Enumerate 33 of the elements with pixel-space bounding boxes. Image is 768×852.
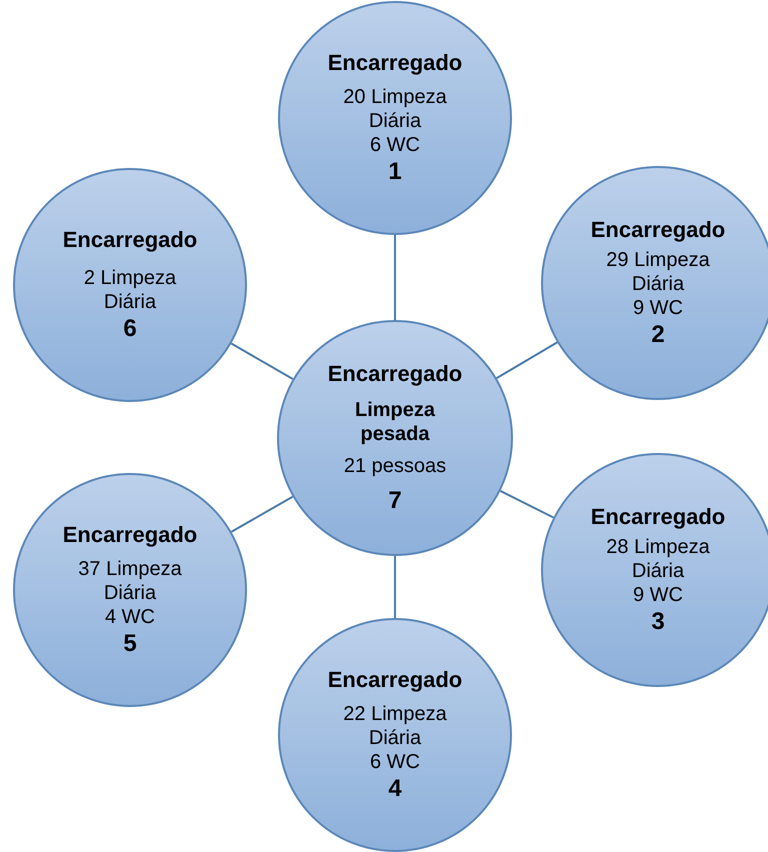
node-text: 28 Limpeza Diária <box>605 534 711 583</box>
connector-line <box>231 496 294 533</box>
node-text: 29 Limpeza Diária <box>605 248 711 296</box>
node-text: 22 Limpeza Diária <box>342 702 448 750</box>
node-text: 4 WC <box>105 604 155 629</box>
connector-line <box>394 235 396 320</box>
node-text: 6 WC <box>370 132 420 157</box>
node-number: 6 <box>123 314 137 344</box>
node-heading: Encarregado <box>328 49 462 77</box>
node-text: 6 WC <box>370 750 420 774</box>
connector-line <box>394 556 396 618</box>
connector-line <box>230 342 294 380</box>
node-heading: Encarregado <box>62 521 198 549</box>
node-heading: Encarregado <box>590 503 726 531</box>
node-heading: Encarregado <box>328 360 462 388</box>
node-number: 2 <box>651 320 665 350</box>
node-text: 9 WC <box>633 296 683 320</box>
node-number: 7 <box>388 486 402 516</box>
connector-line <box>500 490 554 518</box>
node-heading: Encarregado <box>590 216 726 244</box>
node-text: Limpeza pesada <box>354 398 436 446</box>
node-number: 1 <box>388 156 402 187</box>
node-number: 3 <box>651 606 665 637</box>
node-number: 5 <box>123 628 137 659</box>
node-text: 2 Limpeza Diária <box>82 266 178 314</box>
node-heading: Encarregado <box>328 666 462 694</box>
node-heading: Encarregado <box>62 226 198 254</box>
node-text: 9 WC <box>633 582 683 607</box>
node-number: 4 <box>388 774 402 804</box>
node-text: 21 pessoas <box>344 454 446 478</box>
node-text: 20 Limpeza Diária <box>342 84 448 133</box>
node-text: 37 Limpeza Diária <box>77 556 183 605</box>
connector-line <box>496 342 558 379</box>
